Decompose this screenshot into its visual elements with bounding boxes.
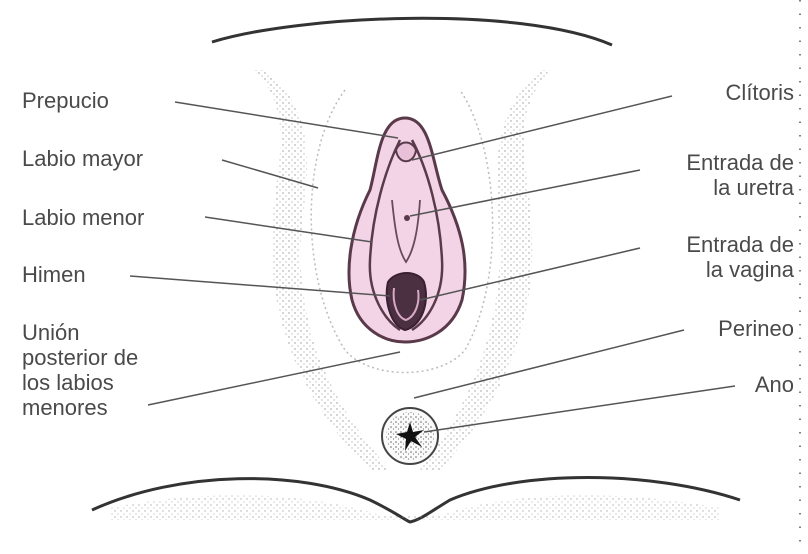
leader-clitoris xyxy=(412,96,672,160)
label-union-line: los labios xyxy=(22,370,138,395)
label-union-line: menores xyxy=(22,395,138,420)
label-uretra-line: la uretra xyxy=(686,175,794,200)
bottom-shading xyxy=(110,495,720,520)
clitoris-hood xyxy=(396,143,416,162)
label-union-line: posterior de xyxy=(22,345,138,370)
label-vagina-line: Entrada de xyxy=(686,232,794,257)
label-entrada-vagina: Entrada de la vagina xyxy=(686,232,794,282)
label-labio-mayor: Labio mayor xyxy=(22,146,143,171)
label-perineo: Perineo xyxy=(718,316,794,341)
label-uretra-line: Entrada de xyxy=(686,150,794,175)
label-ano: Ano xyxy=(755,372,794,397)
label-clitoris: Clítoris xyxy=(726,80,794,105)
label-entrada-uretra: Entrada de la uretra xyxy=(686,150,794,200)
dotted-edge xyxy=(798,0,802,549)
label-himen: Himen xyxy=(22,262,86,287)
label-prepucio: Prepucio xyxy=(22,88,109,113)
label-vagina-line: la vagina xyxy=(686,257,794,282)
leader-perineo xyxy=(414,330,684,398)
top-contour xyxy=(212,18,612,45)
label-union-posterior: Unión posterior de los labios menores xyxy=(22,320,138,420)
urethra-opening xyxy=(404,215,410,221)
label-union-line: Unión xyxy=(22,320,138,345)
label-labio-menor: Labio menor xyxy=(22,205,144,230)
leader-union xyxy=(148,352,400,405)
